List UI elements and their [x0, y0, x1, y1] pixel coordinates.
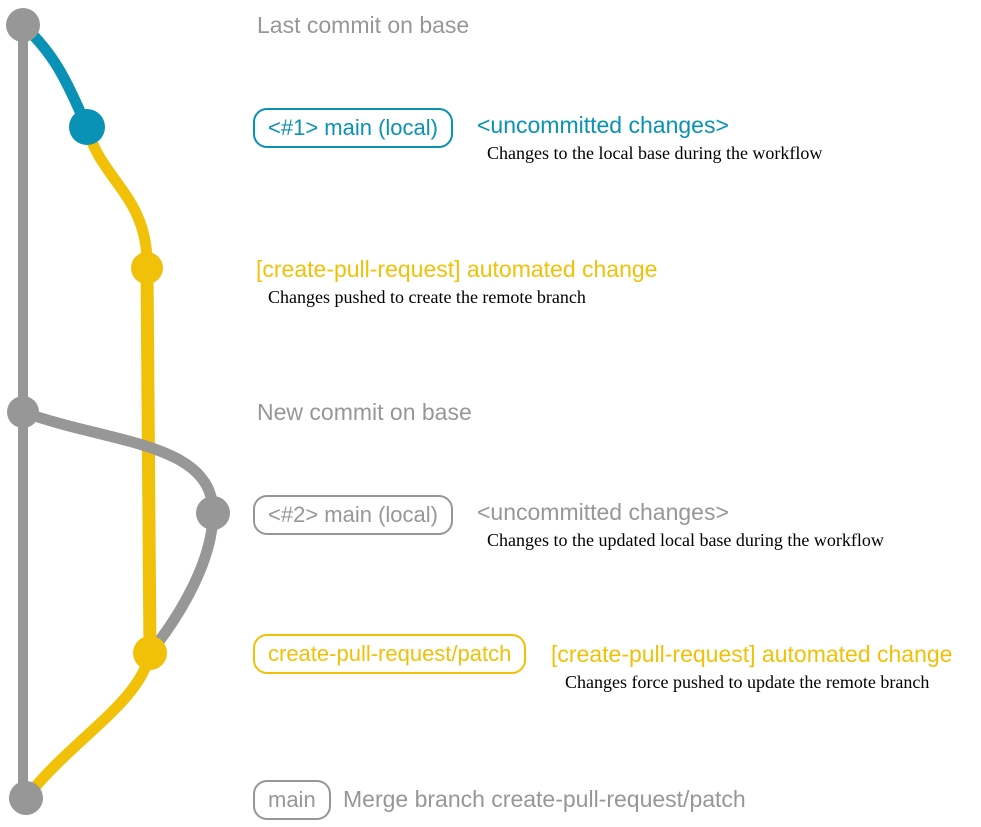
- branch-badge-main-local-2: <#2> main (local): [253, 495, 453, 536]
- commit-title-uncommitted-2: <uncommitted changes>: [477, 499, 729, 525]
- patch-branch-line: [140, 267, 157, 654]
- commit-title-automated-change-1: [create-pull-request] automated change: [256, 256, 658, 282]
- commit-dot-main-local-1: [69, 109, 105, 145]
- commit-desc-uncommitted-1: Changes to the local base during the wor…: [487, 143, 823, 163]
- commit-title-uncommitted-1: <uncommitted changes>: [477, 112, 729, 138]
- branch-badge-main-local-1: <#1> main (local): [253, 108, 453, 149]
- commit-dot-new-base: [7, 396, 39, 428]
- commit-dot-merge: [9, 781, 43, 815]
- last-commit-label: Last commit on base: [257, 12, 470, 38]
- commit-title-automated-change-2: [create-pull-request] automated change: [551, 641, 953, 667]
- patch-branch-curve: [81, 121, 153, 274]
- updated-local-main-rejoin-curve: [144, 507, 219, 659]
- branch-badge-patch: create-pull-request/patch: [253, 634, 527, 675]
- patch-merge-curve: [20, 647, 156, 804]
- updated-local-main-branch-curve: [17, 406, 219, 519]
- commit-dot-main-local-2: [196, 496, 230, 530]
- commit-dot-last-base: [6, 8, 40, 42]
- commit-desc-automated-change-1: Changes pushed to create the remote bran…: [268, 287, 586, 307]
- merge-commit-title: Merge branch create-pull-request/patch: [343, 786, 746, 812]
- branch-badge-main: main: [253, 780, 331, 821]
- commit-desc-uncommitted-2: Changes to the updated local base during…: [487, 530, 884, 550]
- local-main-branch-curve: [17, 19, 93, 133]
- commit-dot-automated-change-2: [133, 636, 167, 670]
- commit-desc-automated-change-2: Changes force pushed to update the remot…: [565, 672, 930, 692]
- new-commit-label: New commit on base: [257, 399, 472, 425]
- commit-dot-automated-change-1: [131, 252, 163, 284]
